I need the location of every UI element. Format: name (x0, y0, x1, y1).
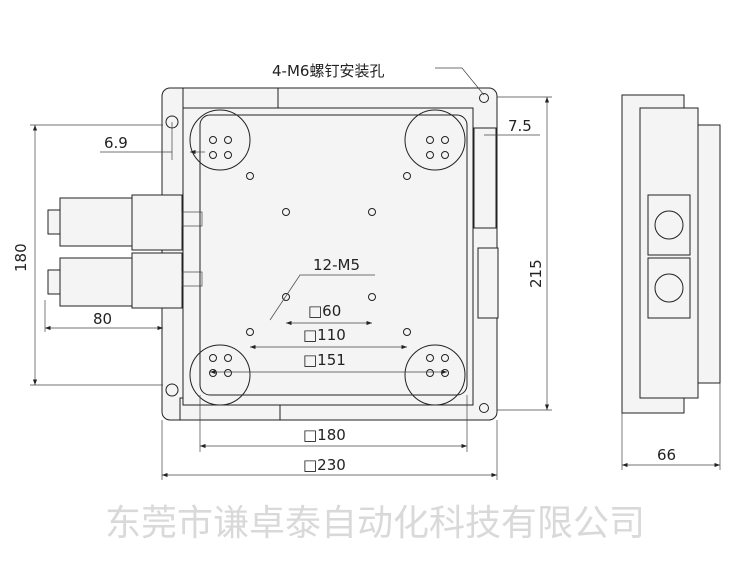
motor-upper (47, 194, 203, 251)
offset-left-label: 6.9 (104, 134, 128, 152)
mount-holes-label: 4-M6螺钉安装孔 (272, 62, 384, 80)
tapped-holes-label: 12-M5 (313, 256, 360, 274)
bearing-ring (404, 109, 466, 171)
motor-lower (47, 252, 203, 309)
width-left-label: 180 (12, 243, 30, 272)
bearing-ring (189, 344, 251, 406)
side-thickness-label: 66 (657, 446, 676, 464)
sq151-label: □151 (303, 351, 346, 369)
mount-hole-icon (479, 403, 489, 413)
sq180-label: □180 (303, 426, 346, 444)
watermark: 东莞市谦卓泰自动化科技有限公司 (105, 503, 645, 544)
height-total-label: 215 (527, 259, 545, 288)
mount-hole-icon (479, 93, 489, 103)
stage-body (182, 107, 474, 406)
sq110-label: □110 (303, 326, 346, 344)
offset-right-label: 7.5 (508, 117, 532, 135)
motor-length-label: 80 (93, 310, 112, 328)
sensor-rail (473, 127, 497, 229)
top-end-block (182, 87, 279, 111)
dimension-lines (30, 67, 721, 480)
bearing-ring (404, 344, 466, 406)
bearing-ring (189, 109, 251, 171)
sensor-block (477, 247, 499, 319)
side-view (621, 94, 721, 414)
sq230-label: □230 (303, 456, 346, 474)
sq60-label: □60 (308, 302, 341, 320)
top-platform (199, 114, 468, 396)
mount-hole-icon (165, 383, 179, 397)
